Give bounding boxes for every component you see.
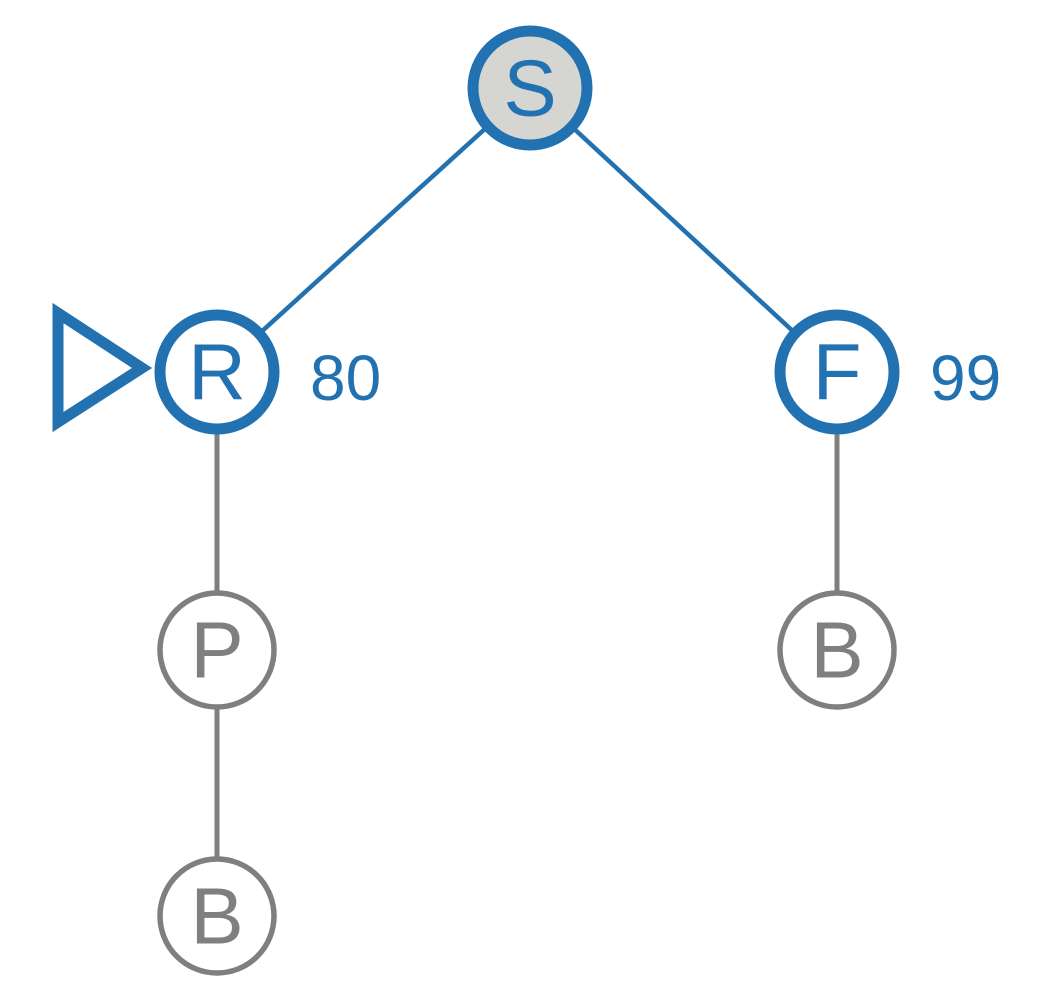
tree-node-B2: B [777,590,897,710]
node-circle-B1 [157,856,277,976]
node-circle-F [774,309,900,435]
tree-node-R: R 80 [154,309,381,435]
node-label-F: F [813,328,862,417]
tree-edge-S-F [528,86,839,374]
node-label-S: S [503,44,556,133]
node-label-R: R [188,328,246,417]
node-circle-B2 [777,590,897,710]
node-circle-S [467,25,593,151]
tree-node-B1: B [157,856,277,976]
node-label-B2: B [810,606,863,695]
node-annotation-R: 80 [310,342,381,414]
tree-node-S: S [467,25,593,151]
node-annotation-F: 99 [930,342,1001,414]
cursor-triangle-icon [52,302,153,433]
tree-node-F: F 99 [774,309,1001,435]
node-label-P: P [190,606,243,695]
node-circle-P [157,590,277,710]
node-label-B1: B [190,872,243,961]
tree-edge-S-R [215,86,532,374]
tree-node-P: P [157,590,277,710]
node-circle-R [154,309,280,435]
